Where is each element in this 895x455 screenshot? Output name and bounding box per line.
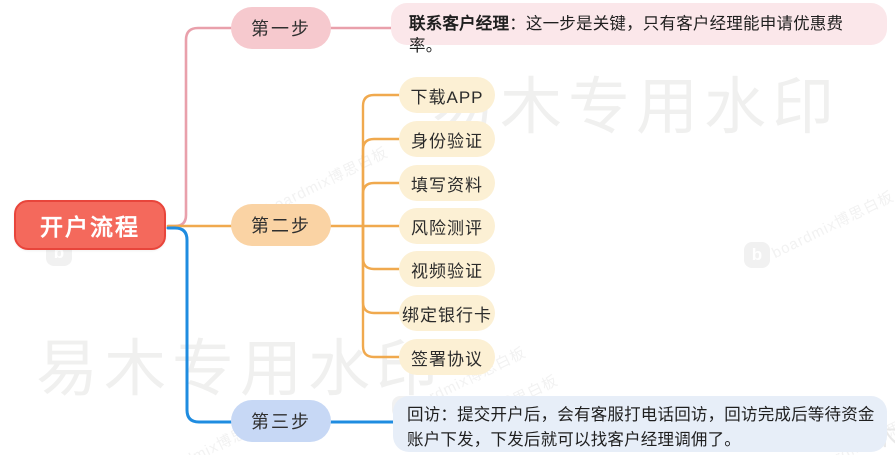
branch-node-step-2[interactable]: 第二步 [231, 204, 331, 246]
wire-leaf [361, 224, 401, 315]
boardmix-logo-icon: b [744, 242, 770, 268]
wire-root-to-step1 [166, 26, 233, 228]
wire-leaf [361, 181, 401, 228]
watermark-large-bottom: 易木专用水印 [36, 335, 445, 404]
leaf-node-7[interactable]: 签署协议 [399, 339, 495, 375]
detail-node-step-3[interactable]: 回访：提交开户后，会有客服打电话回访，回访完成后等待资金账户下发，下发后就可以找… [393, 396, 887, 452]
leaf-node-2[interactable]: 身份验证 [399, 121, 495, 157]
root-node[interactable]: 开户流程 [14, 200, 166, 250]
leaf-node-4[interactable]: 风险测评 [399, 208, 495, 244]
branch-node-step-3[interactable]: 第三步 [231, 400, 331, 442]
leaf-node-5[interactable]: 视频验证 [399, 251, 495, 287]
wire-leaf [361, 93, 401, 228]
leaf-node-1[interactable]: 下载APP [399, 77, 495, 113]
wire-leaf [361, 224, 401, 271]
detail-body-text: ：这一步是关键，只有客户经理能申请优惠费率。 [409, 15, 844, 55]
leaf-node-6[interactable]: 绑定银行卡 [399, 295, 495, 331]
wire-root-to-step3 [166, 226, 233, 424]
watermark-brand-tilted: boardmix博思白板 [769, 188, 895, 262]
wire-leaf [361, 224, 401, 359]
detail-emphasis-text: 联系客户经理 [409, 15, 510, 33]
wire-leaf [361, 137, 401, 228]
detail-node-step-1[interactable]: 联系客户经理：这一步是关键，只有客户经理能申请优惠费率。 [391, 3, 887, 55]
branch-node-step-1[interactable]: 第一步 [231, 7, 331, 49]
leaf-node-3[interactable]: 填写资料 [399, 165, 495, 201]
